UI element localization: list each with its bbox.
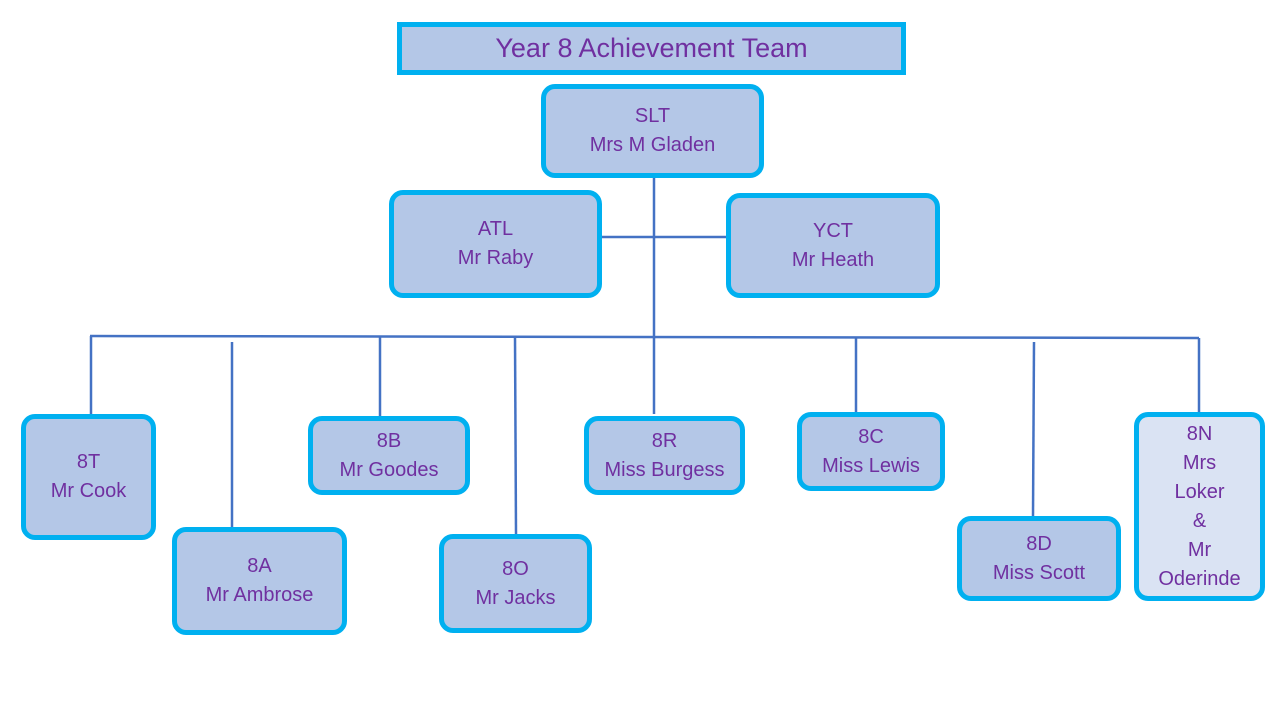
node-8a: 8A Mr Ambrose [172, 527, 347, 635]
node-name: Miss Lewis [822, 454, 920, 477]
node-role: ATL [477, 218, 514, 240]
node-role: 8N [1186, 422, 1213, 445]
node-name: Miss Scott [992, 561, 1086, 584]
node-role: 8C [858, 425, 884, 448]
connector-tutor-bus [89, 334, 1200, 340]
node-role: 8D [1026, 532, 1052, 555]
node-role: YCT [813, 219, 853, 242]
node-name-line: Mr [1187, 538, 1212, 561]
node-role: 8A [247, 555, 272, 577]
node-name-line: Oderinde [1158, 567, 1241, 590]
chart-title-text: Year 8 Achievement Team [495, 33, 808, 63]
node-8c: 8C Miss Lewis [797, 412, 945, 491]
node-role: 8R [651, 429, 678, 452]
node-name: Mr Heath [791, 248, 875, 271]
node-8r: 8R Miss Burgess [584, 416, 745, 495]
node-8t: 8T Mr Cook [21, 414, 156, 540]
node-8d: 8D Miss Scott [957, 516, 1121, 601]
connector-8o [513, 336, 518, 535]
node-name: Mr Ambrose [205, 584, 314, 606]
node-name-line: Mrs [1182, 451, 1217, 474]
node-atl: ATL Mr Raby [389, 190, 602, 298]
node-role: 8T [76, 451, 101, 473]
node-name: Miss Burgess [604, 458, 725, 481]
node-8o: 8O Mr Jacks [439, 534, 592, 633]
node-role: 8O [502, 557, 529, 580]
node-name: Mr Cook [50, 480, 127, 502]
node-role: SLT [634, 105, 671, 127]
node-yct: YCT Mr Heath [726, 193, 940, 298]
node-slt: SLT Mrs M Gladen [541, 84, 764, 178]
connector-8d [1031, 341, 1036, 517]
node-8b: 8B Mr Goodes [308, 416, 470, 495]
node-name-line: Loker [1174, 480, 1225, 503]
node-name: Mr Raby [457, 247, 534, 269]
node-8n: 8N Mrs Loker & Mr Oderinde [1134, 412, 1265, 601]
node-name-line: & [1192, 509, 1207, 532]
node-role: 8B [376, 429, 402, 452]
node-name: Mrs M Gladen [589, 134, 716, 156]
node-name: Mr Jacks [475, 586, 556, 609]
node-name: Mr Goodes [339, 458, 439, 481]
chart-title: Year 8 Achievement Team [397, 22, 906, 75]
